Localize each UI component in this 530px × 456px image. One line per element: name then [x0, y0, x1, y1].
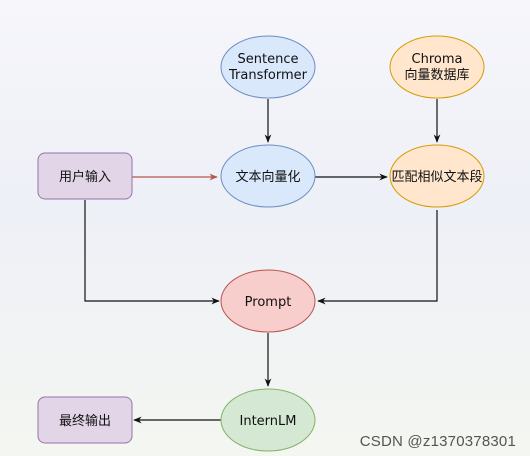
node-final-output-label: 最终输出: [59, 413, 111, 429]
node-internlm-label: InternLM: [240, 414, 297, 429]
node-chroma: Chroma 向量数据库: [389, 35, 485, 99]
node-final-output-shape: [37, 396, 133, 444]
node-sentence-transformer-shape: [220, 35, 316, 99]
node-internlm-shape: [220, 388, 316, 452]
node-user-input-shape: [37, 152, 133, 200]
node-final-output: 最终输出: [37, 396, 133, 444]
node-prompt-shape: [220, 269, 316, 333]
edge-userinput-to-prompt: [84, 200, 220, 305]
node-sentence-transformer: Sentence Transformer: [220, 35, 316, 99]
node-internlm: InternLM: [220, 388, 316, 452]
node-user-input: 用户输入: [37, 152, 133, 200]
node-chroma-line2: 向量数据库: [404, 67, 469, 83]
edge-match-to-prompt: [317, 210, 438, 305]
node-sentence-transformer-line2: Transformer: [228, 68, 308, 83]
node-text-vectorize: 文本向量化: [220, 144, 316, 208]
node-match-text: 匹配相似文本段: [389, 144, 485, 208]
node-prompt-label: Prompt: [245, 295, 292, 310]
node-prompt: Prompt: [220, 269, 316, 333]
node-match-text-label: 匹配相似文本段: [391, 170, 482, 185]
node-text-vectorize-label: 文本向量化: [235, 169, 300, 185]
node-text-vectorize-shape: [220, 144, 316, 208]
node-user-input-label: 用户输入: [59, 169, 111, 185]
node-match-text-shape: [389, 144, 485, 208]
node-chroma-shape: [389, 35, 485, 99]
node-sentence-transformer-line1: Sentence: [238, 52, 299, 67]
node-chroma-line1: Chroma: [412, 52, 463, 67]
watermark-text: CSDN @z1370378301: [359, 433, 516, 450]
